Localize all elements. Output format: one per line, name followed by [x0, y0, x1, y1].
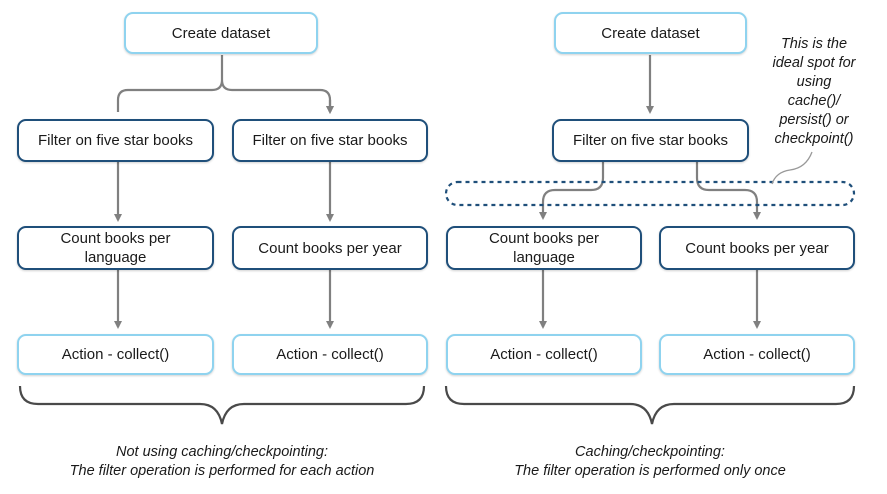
left-count-year-box: Count books per year — [232, 226, 428, 270]
right-count-language-box: Count books per language — [446, 226, 642, 270]
cache-spot-note: This is the ideal spot for using cache()… — [772, 36, 856, 147]
left-brace — [18, 385, 426, 425]
right-split-connector-lang — [539, 162, 605, 220]
left-filter-box-b: Filter on five star books — [232, 119, 428, 162]
right-action-b-label: Action - collect() — [703, 346, 811, 363]
right-count-year-box: Count books per year — [659, 226, 855, 270]
right-filter-label: Filter on five star books — [572, 132, 729, 149]
right-filter-box: Filter on five star books — [552, 119, 749, 162]
right-count-language-label: Count books per language — [488, 230, 600, 266]
left-create-dataset-label: Create dataset — [171, 24, 271, 42]
right-action-a-label: Action - collect() — [490, 346, 598, 363]
left-caption: Not using caching/checkpointing: The fil… — [69, 444, 375, 479]
left-action-a-label: Action - collect() — [61, 346, 170, 363]
left-create-dataset-box: Create dataset — [124, 12, 318, 54]
cache-spot-outline — [444, 180, 856, 207]
left-filter-b-label: Filter on five star books — [252, 132, 408, 149]
right-create-dataset-label: Create dataset — [601, 24, 700, 42]
right-action-box-a: Action - collect() — [446, 334, 642, 375]
right-action-box-b: Action - collect() — [659, 334, 855, 375]
right-create-dataset-box: Create dataset — [554, 12, 747, 54]
right-brace — [444, 385, 856, 425]
right-count-year-label: Count books per year — [685, 239, 829, 257]
left-action-box-a: Action - collect() — [17, 334, 214, 375]
left-count-year-label: Count books per year — [258, 239, 402, 257]
note-leader-line — [771, 151, 813, 185]
left-filter-box-a: Filter on five star books — [17, 119, 214, 162]
left-action-box-b: Action - collect() — [232, 334, 428, 375]
left-count-language-box: Count books per language — [17, 226, 214, 270]
left-count-language-label: Count books per language — [60, 230, 171, 266]
left-action-b-label: Action - collect() — [276, 346, 384, 363]
right-caption: Caching/checkpointing: The filter operat… — [514, 444, 786, 479]
left-split-connector — [116, 55, 330, 112]
right-split-connector-year — [695, 162, 761, 220]
left-filter-a-label: Filter on five star books — [37, 132, 194, 149]
